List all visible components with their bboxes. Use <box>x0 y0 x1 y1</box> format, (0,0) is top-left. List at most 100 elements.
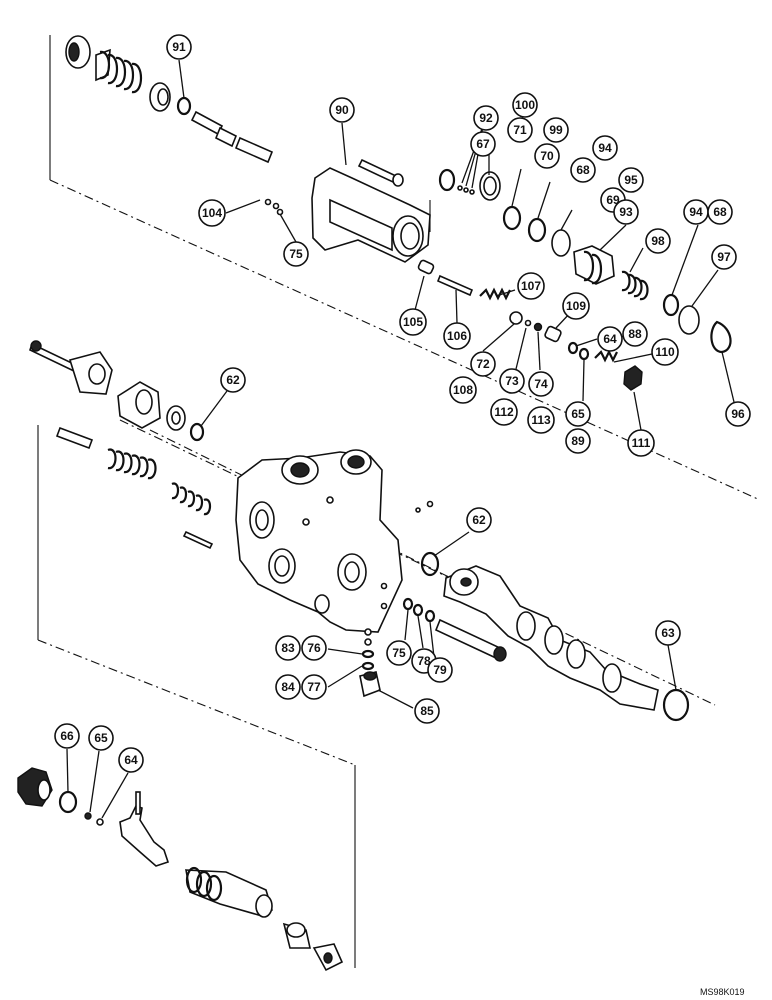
callout-111: 111 <box>627 429 655 457</box>
svg-text:94: 94 <box>598 141 612 155</box>
svg-text:74: 74 <box>534 377 548 391</box>
svg-text:64: 64 <box>124 753 138 767</box>
callout-77: 77 <box>301 674 327 700</box>
callout-113: 113 <box>527 406 555 434</box>
callout-97: 97 <box>711 244 737 270</box>
callout-108: 108 <box>449 376 477 404</box>
svg-text:112: 112 <box>494 405 514 419</box>
svg-text:91: 91 <box>172 40 186 54</box>
callout-112: 112 <box>490 398 518 426</box>
svg-text:113: 113 <box>531 413 551 427</box>
callout-65-upper: 65 <box>565 401 591 427</box>
svg-text:100: 100 <box>515 98 535 112</box>
callout-66: 66 <box>54 723 80 749</box>
callout-100: 100 <box>512 92 538 118</box>
callout-94-upper: 94 <box>592 135 618 161</box>
callout-93: 93 <box>613 199 639 225</box>
callout-68-upper: 68 <box>570 157 596 183</box>
callout-64-lower: 64 <box>118 747 144 773</box>
svg-text:65: 65 <box>571 407 585 421</box>
callout-110: 110 <box>651 338 679 366</box>
callout-92: 92 <box>473 105 499 131</box>
callout-88: 88 <box>622 321 648 347</box>
middle-section-parts <box>29 340 690 722</box>
callout-65-lower: 65 <box>88 725 114 751</box>
svg-text:83: 83 <box>281 641 295 655</box>
callout-72: 72 <box>470 351 496 377</box>
svg-text:71: 71 <box>513 123 527 137</box>
svg-text:85: 85 <box>420 704 434 718</box>
svg-text:64: 64 <box>603 332 617 346</box>
svg-text:104: 104 <box>202 206 222 220</box>
svg-text:67: 67 <box>476 137 490 151</box>
top-section-parts <box>65 35 732 391</box>
callout-84: 84 <box>275 674 301 700</box>
callout-94-lower: 94 <box>683 199 709 225</box>
svg-text:70: 70 <box>540 149 554 163</box>
bottom-section-parts <box>17 767 344 972</box>
svg-text:111: 111 <box>632 436 651 450</box>
callout-109: 109 <box>562 292 590 320</box>
svg-text:77: 77 <box>307 680 321 694</box>
callout-85: 85 <box>414 698 440 724</box>
svg-text:88: 88 <box>628 327 642 341</box>
svg-text:75: 75 <box>392 646 406 660</box>
callout-79: 79 <box>427 657 453 683</box>
callout-106: 106 <box>443 322 471 350</box>
callout-63: 63 <box>655 620 681 646</box>
callout-96: 96 <box>725 401 751 427</box>
svg-text:95: 95 <box>624 173 638 187</box>
callout-83: 83 <box>275 635 301 661</box>
svg-text:93: 93 <box>619 205 633 219</box>
svg-text:75: 75 <box>289 247 303 261</box>
callout-107: 107 <box>517 272 545 300</box>
svg-text:97: 97 <box>717 250 731 264</box>
svg-text:76: 76 <box>307 641 321 655</box>
svg-text:94: 94 <box>689 205 703 219</box>
callout-105: 105 <box>399 308 427 336</box>
svg-text:66: 66 <box>60 729 74 743</box>
svg-text:108: 108 <box>453 383 473 397</box>
svg-text:78: 78 <box>417 654 431 668</box>
callout-62-right: 62 <box>466 507 492 533</box>
svg-text:84: 84 <box>281 680 295 694</box>
callout-91: 91 <box>166 34 192 60</box>
svg-text:99: 99 <box>549 123 563 137</box>
svg-text:92: 92 <box>479 111 493 125</box>
callout-75-lower: 75 <box>386 640 412 666</box>
svg-text:107: 107 <box>521 279 541 293</box>
svg-text:90: 90 <box>335 103 349 117</box>
callout-71: 71 <box>507 117 533 143</box>
callout-104: 104 <box>198 199 226 227</box>
svg-text:110: 110 <box>655 345 675 359</box>
callout-95: 95 <box>618 167 644 193</box>
callout-98: 98 <box>645 228 671 254</box>
svg-text:65: 65 <box>94 731 108 745</box>
callout-labels: 91 90 92 100 67 71 99 70 94 68 95 69 93 … <box>54 34 751 773</box>
svg-text:68: 68 <box>576 163 590 177</box>
callout-99: 99 <box>543 117 569 143</box>
callout-62-left: 62 <box>220 367 246 393</box>
svg-text:72: 72 <box>476 357 490 371</box>
svg-text:96: 96 <box>731 407 745 421</box>
svg-text:89: 89 <box>571 434 585 448</box>
svg-text:109: 109 <box>566 299 586 313</box>
svg-text:106: 106 <box>447 329 467 343</box>
svg-text:73: 73 <box>505 374 519 388</box>
callout-73: 73 <box>499 368 525 394</box>
svg-text:98: 98 <box>651 234 665 248</box>
svg-text:63: 63 <box>661 626 675 640</box>
svg-text:105: 105 <box>403 315 423 329</box>
svg-text:62: 62 <box>226 373 240 387</box>
svg-text:68: 68 <box>713 205 727 219</box>
callout-70: 70 <box>534 143 560 169</box>
leader-lines <box>66 59 735 819</box>
svg-text:79: 79 <box>433 663 447 677</box>
callout-68-lower: 68 <box>707 199 733 225</box>
callout-90: 90 <box>329 97 355 123</box>
callout-67: 67 <box>470 131 496 157</box>
callout-76: 76 <box>301 635 327 661</box>
callout-75-upper: 75 <box>283 241 309 267</box>
svg-text:62: 62 <box>472 513 486 527</box>
